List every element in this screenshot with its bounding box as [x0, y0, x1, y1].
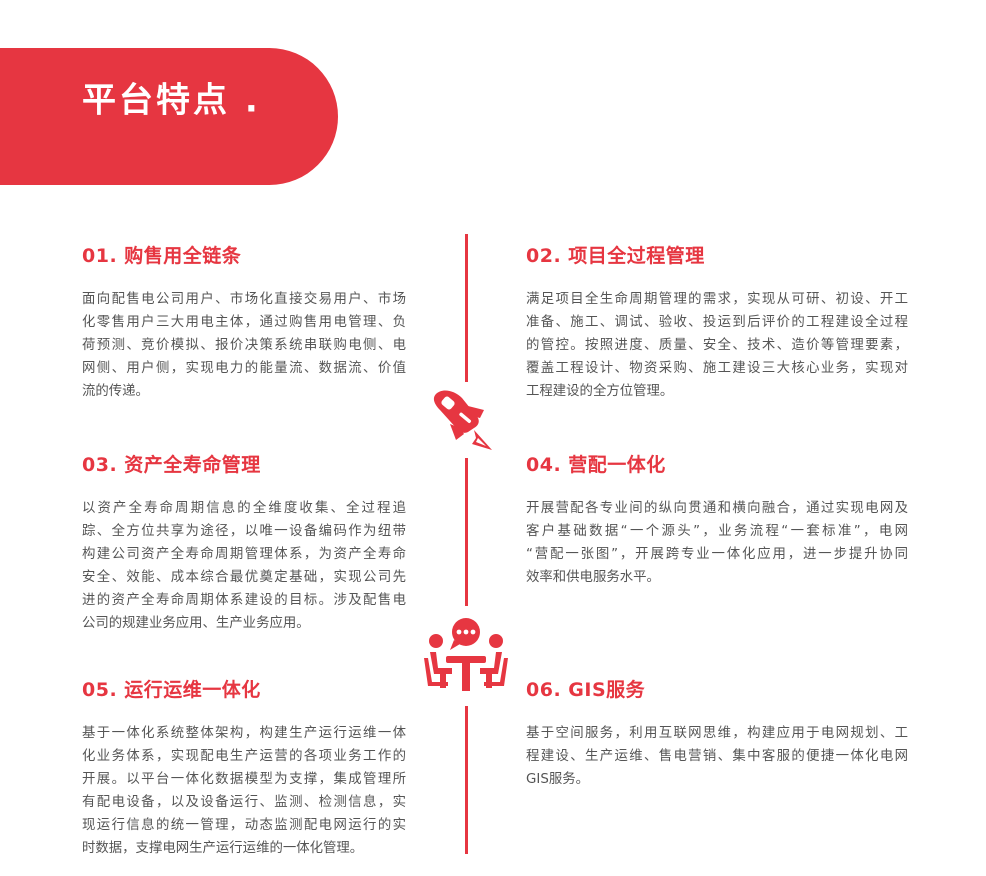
- feature-description-line: 荷预测、竞价模拟、报价决策系统串联购电侧、电: [82, 338, 406, 353]
- feature-description-line: 进的资产全寿命周期体系建设的目标。涉及配售电: [82, 593, 406, 608]
- feature-description-line: 化业务体系，实现配电生产运营的各项业务工作的: [82, 749, 406, 764]
- feature-description-line: 程建设、生产运维、售电营销、集中客服的便捷一体化电网: [526, 749, 908, 764]
- feature-description-line: 以资产全寿命周期信息的全维度收集、全过程追: [82, 501, 406, 516]
- feature-description-line: “营配一张图”，开展跨专业一体化应用，进一步提升协同: [526, 547, 908, 562]
- feature-gis-service: 06. GIS服务 基于空间服务，利用互联网思维，构建应用于电网规划、工 程建设…: [526, 676, 908, 791]
- feature-description: 以资产全寿命周期信息的全维度收集、全过程追 踪、全方位共享为途径，以唯一设备编码…: [82, 497, 406, 635]
- feature-description-line: 的管控。按照进度、质量、安全、技术、造价等管理要素，: [526, 338, 908, 353]
- feature-description-line: 有配电设备，以及设备运行、监测、检测信息，实: [82, 795, 406, 810]
- feature-description-line: GIS服务。: [526, 772, 589, 787]
- feature-description-line: 网侧、用户侧，实现电力的能量流、数据流、价值: [82, 361, 406, 376]
- feature-title: 01. 购售用全链条: [82, 245, 242, 267]
- feature-description-line: 构建公司资产全寿命周期管理体系，为资产全寿命: [82, 547, 406, 562]
- center-divider-segment: [465, 706, 468, 854]
- feature-description-line: 客户基础数据“一个源头”，业务流程“一套标准”，电网: [526, 524, 908, 539]
- feature-description-line: 时数据，支撑电网生产运行运维的一体化管理。: [82, 841, 364, 856]
- center-divider-segment: [465, 234, 468, 382]
- feature-operation-maintenance-integration: 05. 运行运维一体化 基于一体化系统整体架构，构建生产运行运维一体 化业务体系…: [82, 676, 406, 860]
- feature-asset-lifecycle: 03. 资产全寿命管理 以资产全寿命周期信息的全维度收集、全过程追 踪、全方位共…: [82, 451, 406, 635]
- feature-marketing-distribution-integration: 04. 营配一体化 开展营配各专业间的纵向贯通和横向融合，通过实现电网及 客户基…: [526, 451, 908, 589]
- feature-description: 面向配售电公司用户、市场化直接交易用户、市场 化零售用户三大用电主体，通过购售用…: [82, 288, 406, 403]
- feature-description: 基于一体化系统整体架构，构建生产运行运维一体 化业务体系，实现配电生产运营的各项…: [82, 722, 406, 860]
- feature-description-line: 现运行信息的统一管理，动态监测配电网运行的实: [82, 818, 406, 833]
- feature-description-line: 开展。以平台一体化数据模型为支撑，集成管理所: [82, 772, 406, 787]
- feature-description-line: 公司的规建业务应用、生产业务应用。: [82, 616, 310, 631]
- feature-purchase-sales-chain: 01. 购售用全链条 面向配售电公司用户、市场化直接交易用户、市场 化零售用户三…: [82, 242, 406, 403]
- feature-description-line: 面向配售电公司用户、市场化直接交易用户、市场: [82, 292, 406, 307]
- feature-description-line: 踪、全方位共享为途径，以唯一设备编码作为纽带: [82, 524, 406, 539]
- rocket-icon: [428, 384, 500, 456]
- header-banner: [0, 48, 338, 185]
- meeting-discussion-icon: [422, 616, 510, 698]
- feature-title: 04. 营配一体化: [526, 454, 666, 476]
- center-divider-segment: [465, 458, 468, 606]
- feature-description-line: 满足项目全生命周期管理的需求，实现从可研、初设、开工: [526, 292, 908, 307]
- feature-description-line: 安全、效能、成本综合最优奠定基础，实现公司先: [82, 570, 406, 585]
- feature-description-line: 流的传递。: [82, 384, 149, 399]
- feature-description: 开展营配各专业间的纵向贯通和横向融合，通过实现电网及 客户基础数据“一个源头”，…: [526, 497, 908, 589]
- feature-description-line: 覆盖工程设计、物资采购、施工建设三大核心业务，实现对: [526, 361, 908, 376]
- feature-description-line: 工程建设的全方位管理。: [526, 384, 674, 399]
- feature-description-line: 基于空间服务，利用互联网思维，构建应用于电网规划、工: [526, 726, 908, 741]
- feature-description-line: 准备、施工、调试、验收、投运到后评价的工程建设全过程: [526, 315, 908, 330]
- feature-description: 满足项目全生命周期管理的需求，实现从可研、初设、开工 准备、施工、调试、验收、投…: [526, 288, 908, 403]
- feature-project-lifecycle: 02. 项目全过程管理 满足项目全生命周期管理的需求，实现从可研、初设、开工 准…: [526, 242, 908, 403]
- feature-title: 02. 项目全过程管理: [526, 245, 705, 267]
- feature-description-line: 基于一体化系统整体架构，构建生产运行运维一体: [82, 726, 406, 741]
- feature-description-line: 开展营配各专业间的纵向贯通和横向融合，通过实现电网及: [526, 501, 908, 516]
- feature-title: 05. 运行运维一体化: [82, 679, 261, 701]
- feature-description-line: 化零售用户三大用电主体，通过购售用电管理、负: [82, 315, 406, 330]
- feature-description: 基于空间服务，利用互联网思维，构建应用于电网规划、工 程建设、生产运维、售电营销…: [526, 722, 908, 791]
- page-title: 平台特点 .: [82, 80, 261, 121]
- feature-title: 03. 资产全寿命管理: [82, 454, 261, 476]
- feature-title: 06. GIS服务: [526, 679, 646, 701]
- feature-description-line: 效率和供电服务水平。: [526, 570, 660, 585]
